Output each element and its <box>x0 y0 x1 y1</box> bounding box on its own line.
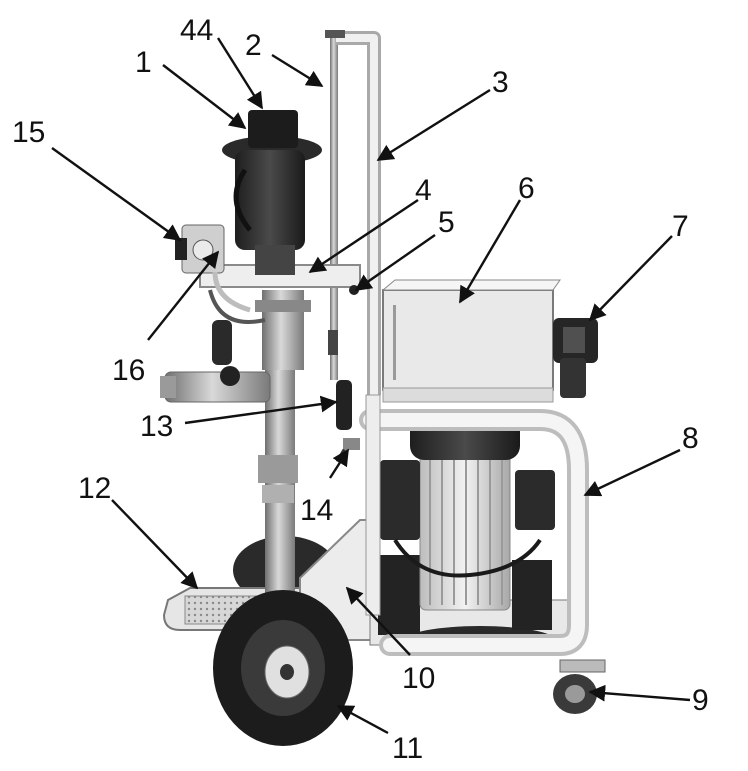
arrow-15 <box>51 147 182 241</box>
callout-2: 2 <box>245 29 262 62</box>
handwheel <box>336 380 352 430</box>
left-motor-bracket <box>378 555 420 635</box>
arrow-3 <box>376 88 491 162</box>
arrow-8 <box>583 448 681 497</box>
callout-3: 3 <box>492 66 509 99</box>
right-motor-bracket <box>512 560 552 630</box>
callout-15: 15 <box>12 116 45 149</box>
callout-14: 14 <box>300 494 333 527</box>
arrow-6 <box>458 199 522 304</box>
frame-tube <box>359 409 589 656</box>
arrow-11 <box>336 704 389 735</box>
callout-labels: 1 44 2 3 4 5 6 7 8 9 10 11 12 13 14 15 1… <box>12 14 709 765</box>
arrow-13 <box>184 395 338 425</box>
callout-44: 44 <box>180 14 213 47</box>
front-wheel <box>213 590 353 746</box>
callout-11: 11 <box>392 732 423 765</box>
drive-motor <box>222 110 322 275</box>
callout-12: 12 <box>78 472 111 505</box>
power-plug <box>553 318 598 398</box>
callout-10: 10 <box>402 662 435 695</box>
arrow-2 <box>271 53 324 88</box>
callout-1: 1 <box>135 46 152 79</box>
callout-5: 5 <box>438 206 455 239</box>
arrow-44 <box>216 37 264 110</box>
callout-arrows <box>51 37 691 735</box>
motor <box>380 415 555 611</box>
arrow-12 <box>111 499 199 590</box>
callout-6: 6 <box>518 172 535 205</box>
callout-16: 16 <box>112 354 145 387</box>
callout-7: 7 <box>672 210 689 243</box>
arrow-7 <box>588 235 673 322</box>
outlet-manifold <box>160 366 271 403</box>
arrow-1 <box>162 64 247 130</box>
arrow-10 <box>345 586 411 656</box>
handle-frame <box>325 30 381 616</box>
gauge-valve <box>208 289 266 365</box>
arrow-9 <box>588 684 691 702</box>
arrow-4 <box>308 199 419 273</box>
arrow-5 <box>354 234 436 291</box>
callout-4: 4 <box>415 174 432 207</box>
control-box <box>381 279 561 403</box>
callout-9: 9 <box>692 684 709 717</box>
castor-wheel <box>553 659 606 714</box>
callout-13: 13 <box>140 410 173 443</box>
arrow-16 <box>147 250 220 341</box>
arrow-14 <box>328 448 350 479</box>
callout-8: 8 <box>682 422 699 455</box>
